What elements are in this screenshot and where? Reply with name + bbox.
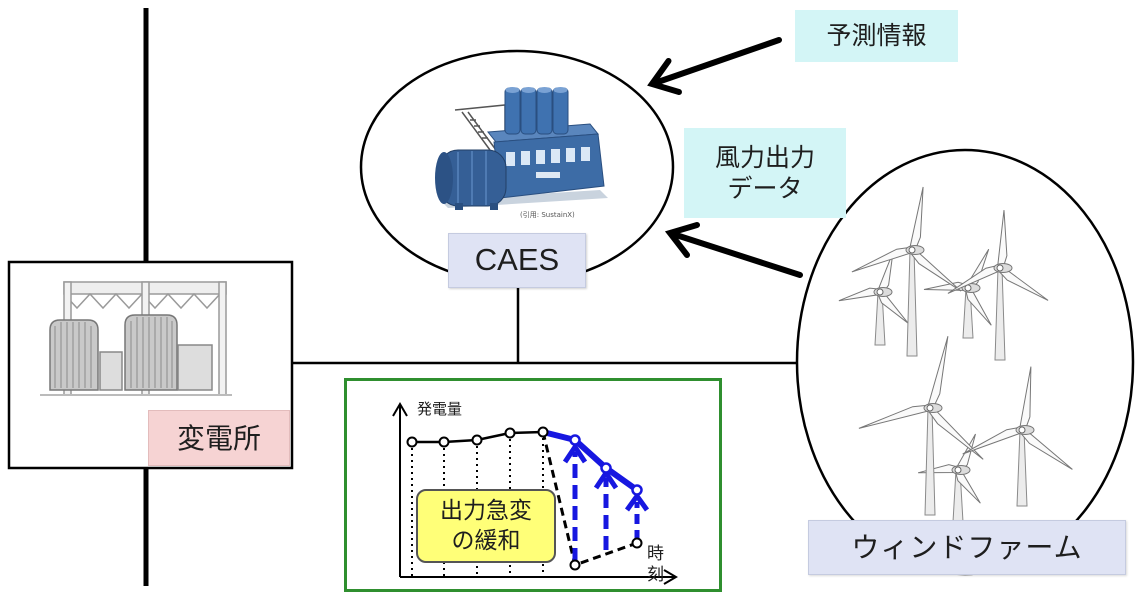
graph-y-axis-label: 発電量 bbox=[417, 400, 463, 418]
arrow-shaft bbox=[670, 231, 803, 278]
machine-plate bbox=[536, 172, 560, 178]
arrow-head bbox=[647, 58, 682, 95]
compensation-arrowhead bbox=[562, 442, 588, 464]
wind-output-data-line1: 風力出力 bbox=[714, 142, 815, 172]
wind-output-data-box: 風力出力 データ bbox=[684, 128, 846, 218]
transformer-body bbox=[124, 314, 178, 391]
wind-turbine-icon bbox=[947, 210, 1049, 361]
substation-label-box: 変電所 bbox=[148, 410, 290, 466]
smoothed-output-points bbox=[569, 434, 643, 496]
compensation-arrowhead bbox=[624, 491, 650, 512]
substation-equipment-icon bbox=[40, 281, 232, 396]
air-tank bbox=[552, 87, 569, 135]
mitigation-callout: 出力急変 の緩和 bbox=[416, 489, 556, 563]
air-tank bbox=[520, 87, 537, 135]
x-axis-arrowhead bbox=[663, 569, 678, 585]
transformer-fins bbox=[54, 322, 92, 388]
wind-farm-label-box: ウィンドファーム bbox=[808, 520, 1126, 575]
tank-top bbox=[521, 87, 536, 93]
data-point bbox=[600, 462, 612, 474]
wind-farm-label: ウィンドファーム bbox=[851, 531, 1083, 564]
wind-farm-circle bbox=[795, 148, 1135, 576]
air-tank bbox=[536, 87, 553, 135]
wind-output-data-line2: データ bbox=[727, 174, 803, 203]
arrow-shaft bbox=[652, 37, 782, 86]
data-point bbox=[631, 484, 643, 496]
turbine-hub bbox=[876, 288, 884, 296]
transformer-fins bbox=[130, 317, 173, 388]
wind-turbine-icon bbox=[858, 336, 984, 516]
data-point bbox=[504, 427, 516, 439]
data-point bbox=[438, 436, 450, 448]
caes-label-box: CAES bbox=[448, 233, 586, 288]
caes-image-credit: (引用: SustainX) bbox=[520, 211, 575, 219]
wind-turbine-icon bbox=[838, 251, 909, 346]
motor-end bbox=[435, 152, 453, 204]
wind-data-arrow-icon bbox=[664, 222, 803, 278]
forecast-arrow-icon bbox=[647, 37, 782, 95]
transformer-body bbox=[49, 319, 99, 391]
raw-output-points bbox=[406, 426, 643, 571]
data-point bbox=[569, 434, 581, 446]
turbine-hub bbox=[954, 466, 962, 474]
gantry-leg bbox=[218, 281, 227, 396]
callout-line2: の緩和 bbox=[451, 528, 521, 554]
motor-ribs bbox=[457, 151, 487, 205]
air-tank bbox=[504, 87, 521, 135]
forecast-info-label: 予測情報 bbox=[826, 21, 927, 51]
data-point bbox=[569, 559, 581, 571]
smoothed-output-line bbox=[542, 429, 639, 493]
turbine-hub bbox=[996, 264, 1004, 272]
forecast-info-box: 予測情報 bbox=[795, 10, 958, 62]
substation-label: 変電所 bbox=[176, 421, 261, 455]
arrow-head bbox=[664, 222, 700, 258]
motor-foot bbox=[455, 203, 463, 210]
switchgear bbox=[99, 351, 123, 391]
turbine-hub bbox=[1018, 426, 1026, 434]
data-point bbox=[631, 537, 643, 549]
wind-turbine-icon bbox=[962, 366, 1073, 507]
tank-top bbox=[505, 87, 520, 93]
y-axis-arrowhead bbox=[392, 402, 408, 417]
callout-line1: 出力急変 bbox=[440, 498, 532, 524]
wind-turbines-group bbox=[838, 186, 1073, 523]
data-point bbox=[406, 436, 418, 448]
wind-turbine-icon bbox=[851, 186, 962, 357]
data-point bbox=[537, 426, 549, 438]
caes-label: CAES bbox=[474, 242, 560, 278]
graph-x-axis-label: 時刻 bbox=[647, 544, 664, 585]
turbine-hub bbox=[908, 246, 916, 254]
housing-windows bbox=[506, 147, 590, 166]
switchgear bbox=[177, 344, 213, 391]
data-point bbox=[471, 434, 483, 446]
caes-machine-icon bbox=[435, 87, 608, 210]
tank-top bbox=[553, 87, 568, 93]
tank-top bbox=[537, 87, 552, 93]
motor-foot bbox=[490, 203, 498, 210]
turbine-hub bbox=[926, 404, 934, 412]
